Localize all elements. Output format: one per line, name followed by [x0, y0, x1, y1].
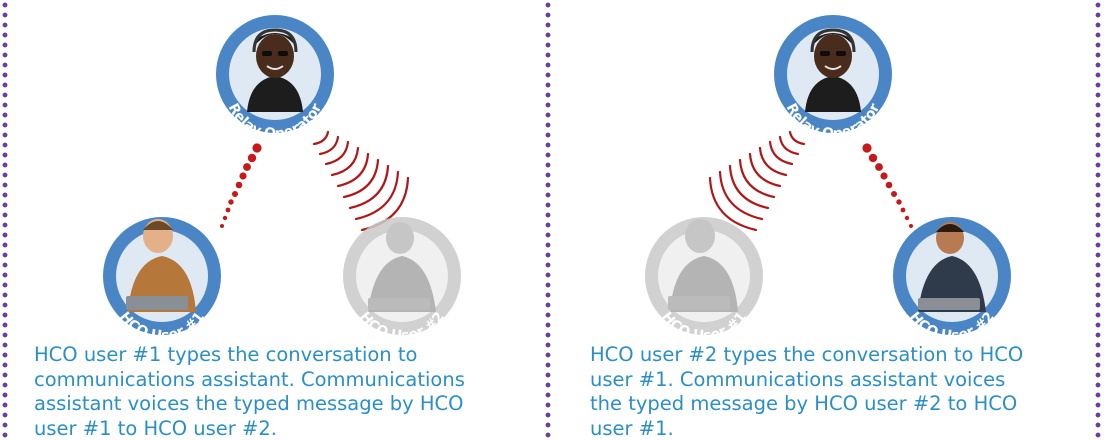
hco-user-1-avatar — [103, 217, 221, 335]
panel-1-diagram: Relay Operator — [103, 15, 461, 344]
hco-user-2-avatar — [893, 217, 1011, 335]
right-divider — [1095, 0, 1101, 438]
voice-sound-waves — [312, 130, 410, 232]
relay-operator-avatar — [216, 15, 334, 133]
typing-signal-dots — [862, 143, 913, 228]
voice-sound-waves — [708, 130, 806, 232]
panel-user2-typing: Relay Operator — [548, 0, 1096, 440]
relay-operator-avatar — [774, 15, 892, 133]
center-divider — [545, 0, 551, 438]
typing-signal-dots — [220, 143, 262, 228]
hco-user-1-avatar — [645, 217, 763, 335]
panel-2-diagram: Relay Operator — [645, 15, 1011, 344]
panel-2-caption: HCO user #2 types the conversation to HC… — [590, 343, 1024, 440]
left-divider — [2, 0, 8, 438]
hco-user-2-avatar — [343, 217, 461, 335]
panel-1-caption: HCO user #1 types the conversation to co… — [34, 343, 465, 440]
panel-user1-typing: Relay Operator — [0, 0, 548, 440]
